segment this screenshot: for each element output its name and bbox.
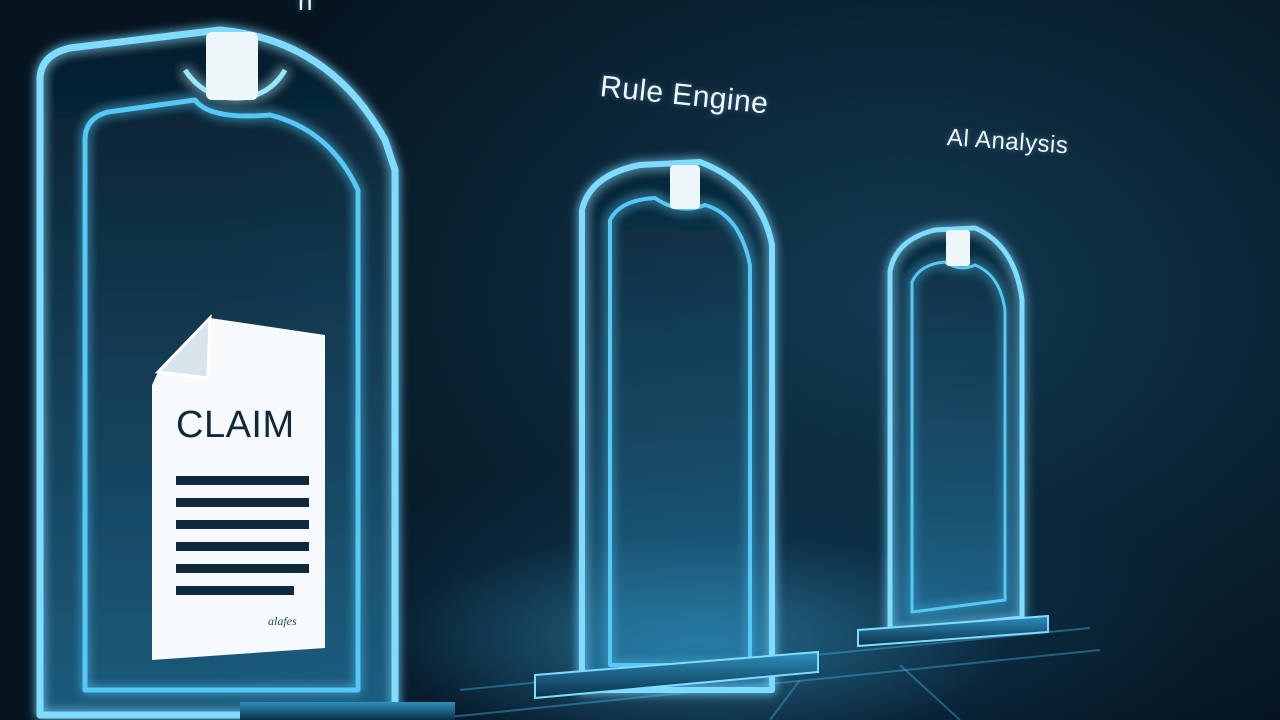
ai-analysis-frame [887, 225, 1025, 635]
rule-engine-frame-clip [670, 165, 700, 209]
rule-engine-frame [579, 159, 775, 693]
claim-document-title: CLAIM [176, 404, 295, 446]
claim-frame-clip [206, 32, 258, 100]
ai-analysis-frame-clip [946, 230, 970, 266]
rule-engine-frame-base [534, 650, 819, 700]
claim-document-signature: alafes [268, 614, 297, 628]
claim-document [152, 314, 325, 660]
claim-frame-base [240, 702, 455, 720]
ai-analysis-frame-base [857, 614, 1049, 648]
stage-label-top: n [298, 0, 313, 16]
claim-text-lines [176, 476, 309, 595]
